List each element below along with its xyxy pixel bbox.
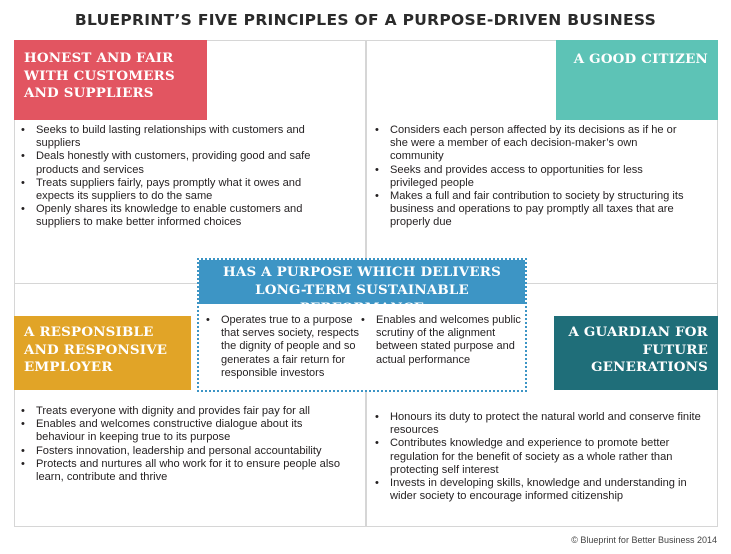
purpose-label: HAS A PURPOSE WHICH DELIVERS LONG-TERM S… [199, 260, 525, 316]
quadrant-employer [14, 283, 367, 527]
purpose-item: Operates true to a purpose that serves s… [201, 314, 371, 380]
purpose-box: HAS A PURPOSE WHICH DELIVERS LONG-TERM S… [197, 258, 527, 392]
guardian-label: A GUARDIAN FOR FUTURE GENERATIONS [554, 316, 718, 390]
citizen-label: A GOOD CITIZEN [556, 40, 718, 120]
employer-label: A RESPONSIBLE AND RESPONSIVE EMPLOYER [14, 316, 191, 390]
copyright-notice: © Blueprint for Better Business 2014 [571, 535, 717, 545]
honest-item: Treats suppliers fairly, pays promptly w… [16, 177, 334, 203]
employer-list: Treats everyone with dignity and provide… [16, 405, 352, 484]
purpose-list-right: Enables and welcomes public scrutiny of … [356, 314, 521, 367]
honest-list: Seeks to build lasting relationships wit… [16, 124, 334, 230]
citizen-item: Makes a full and fair contribution to so… [370, 190, 688, 230]
citizen-item: Seeks and provides access to opportuniti… [370, 164, 688, 190]
employer-item: Fosters innovation, leadership and perso… [16, 445, 352, 458]
honest-label: HONEST AND FAIR WITH CUSTOMERS AND SUPPL… [14, 40, 207, 120]
guardian-item: Honours its duty to protect the natural … [370, 411, 706, 437]
citizen-list: Considers each person affected by its de… [370, 124, 688, 230]
diagram-title: BLUEPRINT’S FIVE PRINCIPLES OF A PURPOSE… [74, 11, 657, 29]
quadrant-guardian [365, 283, 718, 527]
employer-item: Enables and welcomes constructive dialog… [16, 418, 352, 444]
honest-item: Deals honestly with customers, providing… [16, 150, 334, 176]
employer-item: Protects and nurtures all who work for i… [16, 458, 352, 484]
purpose-item: Enables and welcomes public scrutiny of … [356, 314, 521, 367]
citizen-item: Considers each person affected by its de… [370, 124, 688, 164]
guardian-list: Honours its duty to protect the natural … [370, 411, 706, 503]
purpose-list-left: Operates true to a purpose that serves s… [201, 314, 371, 380]
guardian-item: Invests in developing skills, knowledge … [370, 477, 706, 503]
guardian-item: Contributes knowledge and experience to … [370, 437, 706, 477]
honest-item: Seeks to build lasting relationships wit… [16, 124, 334, 150]
honest-item: Openly shares its knowledge to enable cu… [16, 203, 334, 229]
employer-item: Treats everyone with dignity and provide… [16, 405, 352, 418]
